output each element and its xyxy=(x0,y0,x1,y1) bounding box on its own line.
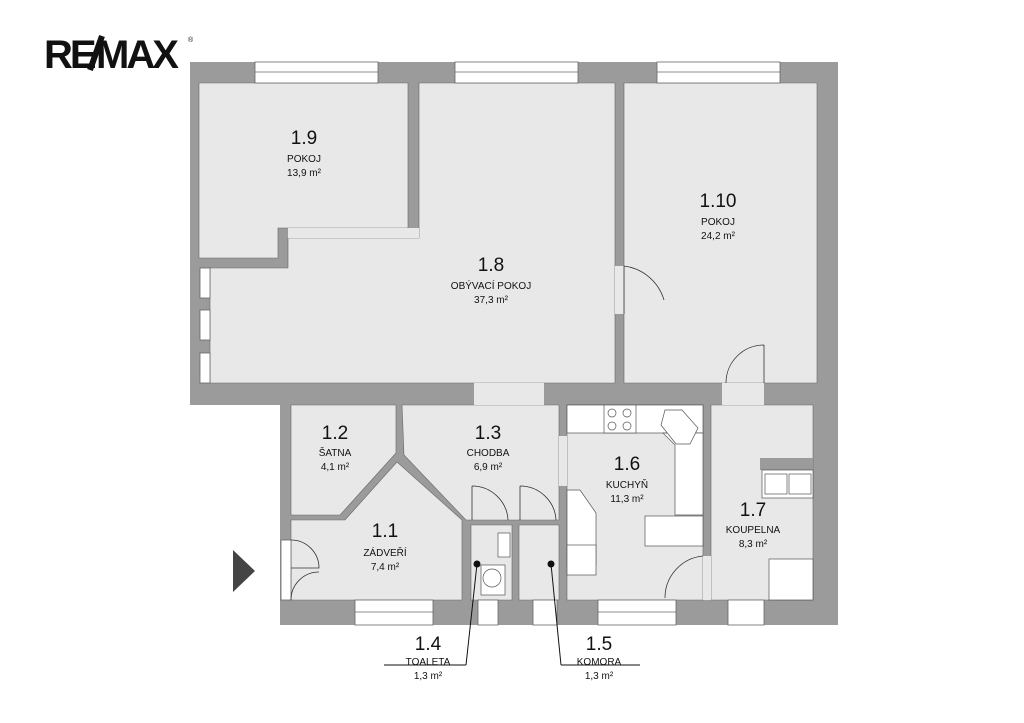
svg-text:11,3 m²: 11,3 m² xyxy=(610,494,644,505)
entrance-arrow-icon xyxy=(233,550,255,592)
svg-text:KOUPELNA: KOUPELNA xyxy=(726,525,781,536)
svg-text:1,3 m²: 1,3 m² xyxy=(414,671,443,682)
svg-text:OBÝVACÍ POKOJ: OBÝVACÍ POKOJ xyxy=(451,279,531,292)
kitchen-sink xyxy=(660,409,699,445)
svg-text:1.7: 1.7 xyxy=(740,500,766,521)
svg-text:24,2 m²: 24,2 m² xyxy=(701,231,736,242)
shower-tray xyxy=(768,558,814,601)
room-label-1-9: 1.9 POKOJ 13,9 m² xyxy=(287,128,322,179)
toilet-sink xyxy=(497,532,511,558)
svg-text:1,3 m²: 1,3 m² xyxy=(585,671,614,682)
svg-text:4,1 m²: 4,1 m² xyxy=(321,462,350,473)
svg-text:TOALETA: TOALETA xyxy=(406,657,451,668)
svg-text:KUCHYŇ: KUCHYŇ xyxy=(606,478,648,491)
room-label-1-6: 1.6 KUCHYŇ 11,3 m² xyxy=(606,454,648,505)
leader-lines xyxy=(384,560,640,666)
svg-text:1.1: 1.1 xyxy=(372,521,398,542)
svg-text:MAX: MAX xyxy=(96,33,179,77)
svg-text:CHODBA: CHODBA xyxy=(467,448,510,459)
svg-text:POKOJ: POKOJ xyxy=(701,217,735,228)
svg-text:1.5: 1.5 xyxy=(586,634,612,655)
room-label-1-4: 1.4 TOALETA 1,3 m² xyxy=(406,634,451,682)
svg-text:KOMORA: KOMORA xyxy=(577,657,622,668)
svg-text:13,9 m²: 13,9 m² xyxy=(287,168,322,179)
svg-text:1.10: 1.10 xyxy=(700,191,737,212)
svg-text:37,3 m²: 37,3 m² xyxy=(474,295,509,306)
room-label-1-8: 1.8 OBÝVACÍ POKOJ 37,3 m² xyxy=(451,255,531,306)
svg-text:ZÁDVEŘÍ: ZÁDVEŘÍ xyxy=(363,546,407,559)
svg-text:POKOJ: POKOJ xyxy=(287,154,321,165)
svg-text:7,4 m²: 7,4 m² xyxy=(371,562,400,573)
svg-text:RE: RE xyxy=(44,33,96,77)
remax-logo: RE MAX ® xyxy=(44,33,194,77)
room-1-9 xyxy=(198,82,409,259)
svg-text:1.9: 1.9 xyxy=(291,128,317,149)
room-label-1-2: 1.2 ŠATNA 4,1 m² xyxy=(319,423,352,473)
svg-text:ŠATNA: ŠATNA xyxy=(319,446,352,459)
room-label-1-10: 1.10 POKOJ 24,2 m² xyxy=(700,191,737,242)
doorways xyxy=(288,228,764,600)
svg-text:6,9 m²: 6,9 m² xyxy=(474,462,503,473)
door-swings xyxy=(290,265,765,601)
room-1-2 xyxy=(290,404,397,516)
room-label-1-1: 1.1 ZÁDVEŘÍ 7,4 m² xyxy=(363,521,407,573)
room-label-1-3: 1.3 CHODBA 6,9 m² xyxy=(467,423,510,473)
room-1-5 xyxy=(518,524,560,601)
room-label-1-5: 1.5 KOMORA 1,3 m² xyxy=(577,634,622,682)
svg-text:8,3 m²: 8,3 m² xyxy=(739,539,768,550)
wall-step xyxy=(760,458,813,470)
svg-text:1.6: 1.6 xyxy=(614,454,640,475)
svg-text:1.3: 1.3 xyxy=(475,423,501,444)
svg-text:®: ® xyxy=(188,36,194,44)
windows xyxy=(199,61,781,626)
svg-text:1.8: 1.8 xyxy=(478,255,504,276)
fixtures xyxy=(480,404,814,601)
room-label-1-7: 1.7 KOUPELNA 8,3 m² xyxy=(726,500,781,550)
svg-text:1.4: 1.4 xyxy=(415,634,442,655)
kitchen-fan xyxy=(566,544,597,576)
svg-text:1.2: 1.2 xyxy=(322,423,348,444)
